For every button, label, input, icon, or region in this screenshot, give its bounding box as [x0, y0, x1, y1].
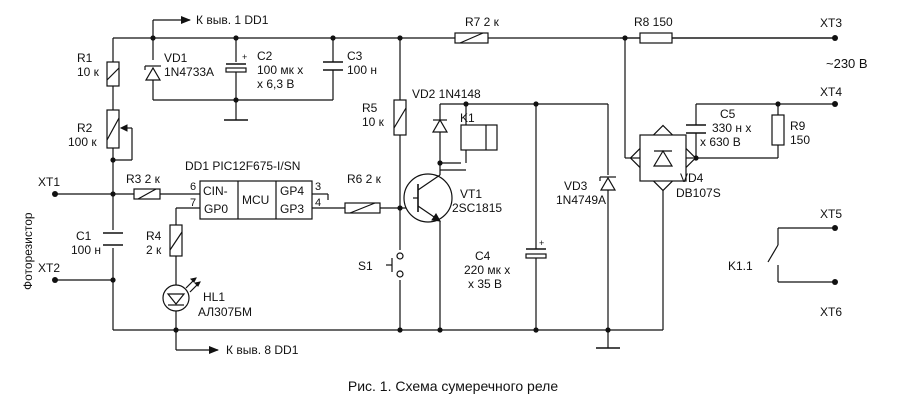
arrow-top-label: К выв. 1 DD1 — [196, 13, 269, 27]
c4-value2: х 35 В — [468, 277, 502, 291]
r4-value: 2 к — [146, 243, 162, 257]
c3-capacitor — [323, 61, 343, 71]
xt3-label: XT3 — [820, 16, 842, 30]
svg-text:+: + — [539, 238, 544, 248]
r7-label: R7 2 к — [465, 15, 500, 29]
c2-capacitor: + — [225, 52, 247, 73]
c5-value1: 330 н х — [712, 121, 751, 135]
svg-text:+: + — [242, 52, 247, 62]
r2-value: 100 к — [68, 135, 97, 149]
c5-label: C5 — [720, 107, 736, 121]
k1-relay-coil — [460, 124, 498, 151]
hl1-led — [162, 277, 201, 312]
r8-resistor — [639, 32, 673, 44]
junction-dots — [110, 35, 781, 333]
r1-label: R1 — [77, 51, 93, 65]
r2-potentiometer — [106, 109, 128, 149]
r5-value: 10 к — [362, 115, 385, 129]
vd4-diode-bridge — [625, 124, 697, 192]
r4-label: R4 — [146, 229, 162, 243]
vd2-label: VD2 1N4148 — [412, 87, 481, 101]
vd3-label: VD3 — [564, 179, 588, 193]
c5-value2: х 630 В — [700, 135, 741, 149]
k1-label: K1 — [460, 111, 475, 125]
vd4-value: DB107S — [676, 186, 721, 200]
r7-resistor — [454, 32, 489, 44]
dd1-mcu: MCU — [242, 193, 269, 207]
c1-value: 100 н — [71, 243, 101, 257]
c4-label: C4 — [475, 249, 491, 263]
dd1-cin: CIN- — [203, 184, 228, 198]
r9-resistor — [771, 114, 785, 146]
photoresistor-label: Фоторезистор — [21, 212, 35, 290]
r3-resistor — [133, 188, 161, 200]
c2-label: C2 — [257, 49, 273, 63]
s1-switch[interactable] — [386, 252, 404, 278]
r6-label: R6 2 к — [347, 172, 382, 186]
dd1-gp0: GP0 — [204, 202, 228, 216]
xt6-label: XT6 — [820, 305, 842, 319]
xt1-terminal[interactable] — [52, 191, 58, 197]
vd1-zener-diode — [144, 65, 162, 81]
vt1-value: 2SC1815 — [452, 201, 502, 215]
r9-value: 150 — [790, 133, 810, 147]
vd2-diode — [431, 118, 449, 133]
labels: К выв. 1 DD1 К выв. 8 DD1 R1 10 к R2 100… — [21, 13, 868, 357]
r3-label: R3 2 к — [126, 172, 161, 186]
r2-label: R2 — [77, 121, 93, 135]
xt5-terminal[interactable] — [832, 225, 838, 231]
r6-resistor — [344, 202, 381, 214]
c4-value1: 220 мк х — [464, 263, 510, 277]
c3-label: C3 — [347, 49, 363, 63]
dd1-microcontroller — [199, 180, 313, 220]
dd1-gp4: GP4 — [280, 184, 304, 198]
c5-capacitor — [686, 124, 706, 134]
vd3-zener-diode — [599, 176, 617, 191]
r9-label: R9 — [790, 119, 806, 133]
xt5-label: XT5 — [820, 207, 842, 221]
vd4-label: VD4 — [680, 171, 704, 185]
r4-resistor — [169, 224, 183, 257]
c1-capacitor — [103, 232, 123, 246]
arrow-bottom-label: К выв. 8 DD1 — [226, 343, 299, 357]
dd1-pin6: 6 — [190, 181, 196, 193]
vt1-label: VT1 — [460, 187, 482, 201]
c2-value1: 100 мк х — [257, 63, 303, 77]
xt6-terminal[interactable] — [832, 279, 838, 285]
c1-label: C1 — [76, 229, 92, 243]
xt3-terminal[interactable] — [832, 35, 838, 41]
c3-value: 100 н — [347, 63, 377, 77]
figure-caption: Рис. 1. Схема сумеречного реле — [347, 378, 559, 394]
dd1-gp3: GP3 — [280, 202, 304, 216]
hl1-value: АЛ307БМ — [198, 305, 252, 319]
c2-value2: х 6,3 В — [257, 77, 294, 91]
s1-label: S1 — [358, 259, 373, 273]
circuit-schematic: + — [21, 13, 868, 357]
vd1-value: 1N4733A — [164, 65, 214, 79]
xt4-terminal[interactable] — [832, 101, 838, 107]
dd1-label: DD1 PIC12F675-I/SN — [185, 159, 300, 173]
terminals — [52, 35, 838, 285]
r5-label: R5 — [362, 101, 378, 115]
xt2-terminal[interactable] — [52, 277, 58, 283]
xt1-label: XT1 — [38, 175, 60, 189]
mains-label: ~230 В — [826, 56, 868, 71]
hl1-label: HL1 — [203, 290, 225, 304]
r1-resistor — [106, 61, 120, 87]
dd1-pin7: 7 — [190, 197, 196, 209]
vd1-label: VD1 — [164, 51, 188, 65]
dd1-pin3: 3 — [315, 181, 321, 193]
k11-label: K1.1 — [728, 259, 753, 273]
vd3-value: 1N4749A — [556, 193, 606, 207]
r1-value: 10 к — [77, 65, 100, 79]
r8-label: R8 150 — [634, 15, 673, 29]
xt4-label: XT4 — [820, 85, 842, 99]
c4-capacitor: + — [525, 238, 547, 259]
xt2-label: XT2 — [38, 261, 60, 275]
k11-relay-contact — [767, 244, 779, 263]
dd1-pin4: 4 — [315, 197, 321, 209]
vt1-transistor — [403, 170, 453, 227]
r5-resistor — [393, 99, 407, 136]
